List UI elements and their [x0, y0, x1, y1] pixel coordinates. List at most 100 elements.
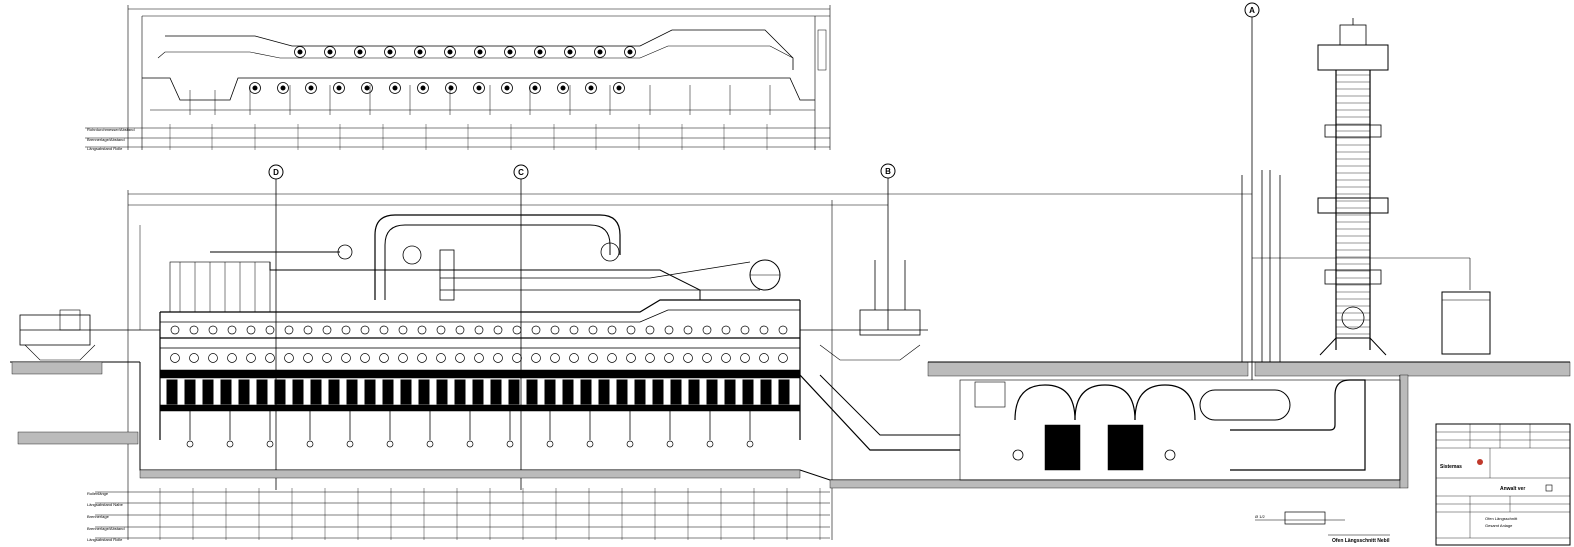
- title-row-1: Anwalt ver: [1500, 486, 1525, 492]
- lower-burner: [706, 440, 714, 448]
- side-burner: [607, 353, 617, 363]
- burner-circle: [417, 82, 429, 94]
- axis-c-label: C: [518, 168, 524, 177]
- roof-burner: [208, 325, 218, 335]
- side-burner: [189, 353, 199, 363]
- roof-burner: [702, 325, 712, 335]
- lower-burner: [466, 440, 474, 448]
- roof-burner: [189, 325, 199, 335]
- hearth-roll: [724, 379, 736, 405]
- hearth-roll: [526, 379, 538, 405]
- axis-markers: [268, 2, 1260, 490]
- burner-circle: [361, 82, 373, 94]
- side-burner: [702, 353, 712, 363]
- burner-circle: [613, 82, 625, 94]
- burner-circle: [474, 46, 486, 58]
- burner-core: [364, 85, 370, 91]
- hearth-roll: [364, 379, 376, 405]
- hearth-roll: [220, 379, 232, 405]
- hearth-roll: [562, 379, 574, 405]
- side-burner: [417, 353, 427, 363]
- hearth-roll: [652, 379, 664, 405]
- roof-burner: [664, 325, 674, 335]
- burner-circle: [444, 46, 456, 58]
- burner-circle: [624, 46, 636, 58]
- burner-core: [417, 49, 423, 55]
- roof-burner: [759, 325, 769, 335]
- side-burner: [398, 353, 408, 363]
- roof-burner: [626, 325, 636, 335]
- burner-core: [560, 85, 566, 91]
- burner-circle: [585, 82, 597, 94]
- lower-burner: [386, 440, 394, 448]
- hearth-roll: [292, 379, 304, 405]
- burner-circle: [324, 46, 336, 58]
- side-burner: [683, 353, 693, 363]
- hearth-roll: [778, 379, 790, 405]
- side-burner: [493, 353, 503, 363]
- top-row-label-1: Rohrdurchmesser/Abstand: [87, 127, 135, 132]
- lower-burner: [666, 440, 674, 448]
- title-row-2: Ofen Längsschnitt: [1485, 516, 1518, 521]
- main-row-label-1: Rollenlänge: [87, 491, 109, 496]
- lower-burner: [346, 440, 354, 448]
- lower-burner: [266, 440, 274, 448]
- burner-circle: [534, 46, 546, 58]
- roof-burner: [512, 325, 522, 335]
- scale-symbol: Ø 1/2: [1255, 514, 1266, 519]
- burner-core: [336, 85, 342, 91]
- chimney-tower: [1317, 18, 1389, 356]
- roof-burner: [740, 325, 750, 335]
- roof-burner: [455, 325, 465, 335]
- side-burner: [759, 353, 769, 363]
- hearth-roll: [328, 379, 340, 405]
- axis-d-label: D: [273, 168, 279, 177]
- burner-core: [567, 49, 573, 55]
- side-burner: [303, 353, 313, 363]
- side-burner: [455, 353, 465, 363]
- side-burner: [208, 353, 218, 363]
- side-burner: [360, 353, 370, 363]
- side-burner: [379, 353, 389, 363]
- hearth-roll: [688, 379, 700, 405]
- burner-core: [597, 49, 603, 55]
- lower-burner: [546, 440, 554, 448]
- side-burner: [436, 353, 446, 363]
- burner-circle: [389, 82, 401, 94]
- title-row-3: Gesamt Anlage: [1485, 523, 1513, 528]
- burner-circle: [277, 82, 289, 94]
- hearth-roll: [490, 379, 502, 405]
- burner-circle: [473, 82, 485, 94]
- hearth-roll: [598, 379, 610, 405]
- burner-circle: [249, 82, 261, 94]
- lower-burner: [506, 440, 514, 448]
- burner-circle: [594, 46, 606, 58]
- side-burner: [284, 353, 294, 363]
- side-burner: [721, 353, 731, 363]
- roof-burner: [417, 325, 427, 335]
- company-logo-icon: [1477, 459, 1483, 465]
- lower-burner: [306, 440, 314, 448]
- axis-a-bubble: [1244, 2, 1260, 18]
- axis-d-bubble: [268, 164, 284, 180]
- hearth-roll: [544, 379, 556, 405]
- roof-burner: [227, 325, 237, 335]
- roof-burner: [683, 325, 693, 335]
- roof-burner: [645, 325, 655, 335]
- burner-core: [297, 49, 303, 55]
- main-row-label-3: Brennerlage: [87, 514, 110, 519]
- burner-core: [504, 85, 510, 91]
- burner-circle: [564, 46, 576, 58]
- lower-burner: [746, 440, 754, 448]
- burner-core: [308, 85, 314, 91]
- hearth-roll: [238, 379, 250, 405]
- hearth-roll: [454, 379, 466, 405]
- lower-burner-row: [186, 411, 754, 448]
- roof-burner: [322, 325, 332, 335]
- burner-circle: [504, 46, 516, 58]
- burner-core: [588, 85, 594, 91]
- top-view: [85, 5, 831, 150]
- lower-burner: [186, 440, 194, 448]
- burner-core: [252, 85, 258, 91]
- side-burner: [626, 353, 636, 363]
